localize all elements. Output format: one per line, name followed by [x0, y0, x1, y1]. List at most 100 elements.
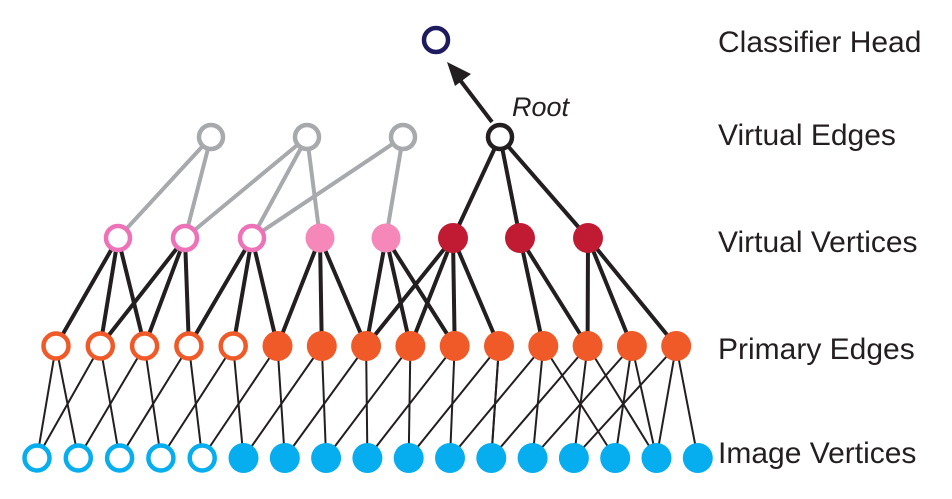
virtual-vertex-red	[438, 223, 468, 253]
link-primary-to-image	[55, 345, 80, 459]
image-vertex-hollow	[146, 443, 176, 473]
link-virtual-vertex-to-primary	[250, 236, 280, 348]
link-primary-to-image	[449, 345, 456, 459]
label-primary-edges: Primary Edges	[718, 333, 915, 366]
link-virtual-vertex-to-primary	[364, 236, 388, 348]
virtual-edge-node	[196, 122, 226, 152]
image-vertex-filled	[311, 443, 342, 473]
link-virtual-vertex-to-primary	[183, 236, 191, 348]
link-primary-to-image	[572, 345, 678, 459]
link-virtual-vertex-to-primary	[275, 236, 322, 348]
link-primary-to-image	[320, 345, 328, 459]
link-primary-to-image	[407, 345, 412, 459]
root-label: Root	[512, 92, 570, 122]
virtual-vertex-pink	[305, 223, 335, 253]
link-primary-to-image	[449, 345, 545, 459]
virtual-vertex-hollow	[170, 223, 200, 253]
root-to-head-arrow-shaft	[458, 78, 494, 124]
primary-edge-filled	[616, 331, 647, 361]
link-primary-to-image	[232, 345, 245, 459]
link-primary-to-image	[242, 345, 323, 459]
link-primary-to-image	[36, 345, 57, 459]
link-virtual-vertex-to-primary	[518, 236, 546, 348]
primary-edge-filled	[351, 331, 382, 361]
virtual-edge-node	[292, 122, 322, 152]
link-virtual-vertex-to-primary	[318, 236, 324, 348]
primary-edge-filled	[439, 331, 470, 361]
link-virtual-vertex-to-primary	[451, 236, 457, 348]
virtual-vertex-pink	[371, 223, 401, 253]
virtual-vertex-red	[573, 223, 603, 253]
link-virtual-vertex-to-primary	[451, 236, 501, 348]
link-virtual-edge-to-virtual-vertex	[250, 135, 405, 240]
graph-nodes	[22, 25, 713, 473]
link-primary-to-image	[572, 345, 589, 459]
label-classifier-head: Classifier Head	[718, 26, 922, 59]
link-virtual-vertex-to-primary	[98, 236, 120, 348]
link-primary-to-image	[531, 345, 545, 459]
link-primary-to-image	[614, 345, 633, 459]
image-vertex-filled	[352, 443, 383, 473]
label-image-vertices: Image Vertices	[718, 437, 917, 470]
link-virtual-vertex-to-primary	[518, 236, 590, 348]
link-virtual-vertex-to-primary	[54, 236, 120, 348]
virtual-vertex-hollow	[237, 223, 267, 253]
primary-edge-hollow	[41, 331, 71, 361]
primary-edge-hollow	[129, 331, 160, 361]
link-virtual-vertex-to-primary	[98, 236, 187, 348]
primary-edge-hollow	[218, 331, 248, 361]
classifier-head-node	[421, 25, 451, 55]
link-virtual-vertex-to-primary	[116, 236, 147, 348]
virtual-vertex-red	[505, 223, 535, 253]
link-virtual-edge-to-virtual-vertex	[305, 135, 322, 240]
link-virtual-edge-to-virtual-vertex	[116, 135, 213, 240]
primary-edge-filled	[262, 331, 293, 361]
link-primary-to-image	[366, 345, 456, 459]
image-vertex-filled	[393, 443, 424, 473]
image-vertex-filled	[641, 443, 672, 473]
link-root-to-virtual-vertex	[498, 135, 522, 240]
label-virtual-vertices: Virtual Vertices	[718, 226, 918, 259]
primary-edge-filled	[661, 331, 692, 361]
link-virtual-vertex-to-primary	[384, 236, 413, 348]
primary-edge-filled	[528, 331, 559, 361]
link-primary-to-image	[283, 345, 368, 459]
link-virtual-edge-to-virtual-vertex	[183, 135, 213, 240]
link-virtual-edge-to-virtual-vertex	[183, 135, 309, 240]
link-primary-to-image	[187, 345, 204, 459]
link-primary-to-image	[490, 345, 589, 459]
link-primary-to-image	[630, 345, 658, 459]
image-vertex-filled	[228, 443, 259, 473]
root-arrow	[447, 62, 494, 124]
link-virtual-vertex-to-primary	[364, 236, 455, 348]
image-vertex-hollow	[22, 443, 52, 473]
primary-edge-hollow	[85, 331, 116, 361]
link-primary-to-image	[542, 345, 617, 459]
link-virtual-vertex-to-primary	[142, 236, 187, 348]
primary-edge-hollow	[174, 331, 204, 361]
label-virtual-edges: Virtual Edges	[718, 119, 896, 152]
link-primary-to-image	[586, 345, 658, 459]
link-root-to-virtual-vertex	[498, 135, 590, 240]
link-virtual-vertex-to-primary	[586, 236, 679, 348]
image-vertex-filled	[682, 443, 713, 473]
link-primary-to-image	[118, 345, 190, 459]
link-primary-to-image	[531, 345, 633, 459]
link-primary-to-image	[407, 345, 500, 459]
link-primary-to-image	[365, 345, 369, 459]
image-vertex-hollow	[104, 443, 135, 473]
image-vertex-filled	[600, 443, 631, 473]
virtual-edge-node	[388, 122, 418, 152]
link-virtual-edge-to-virtual-vertex	[384, 135, 405, 240]
primary-edge-filled	[306, 331, 337, 361]
link-primary-to-image	[201, 345, 279, 459]
link-primary-to-image	[159, 345, 235, 459]
image-vertex-hollow	[63, 443, 94, 473]
virtual-vertex-hollow	[103, 223, 133, 253]
link-primary-to-image	[143, 345, 162, 459]
link-virtual-vertex-to-primary	[231, 236, 254, 348]
image-vertex-filled	[558, 443, 589, 473]
link-primary-to-image	[675, 345, 699, 459]
link-primary-to-image	[490, 345, 500, 459]
